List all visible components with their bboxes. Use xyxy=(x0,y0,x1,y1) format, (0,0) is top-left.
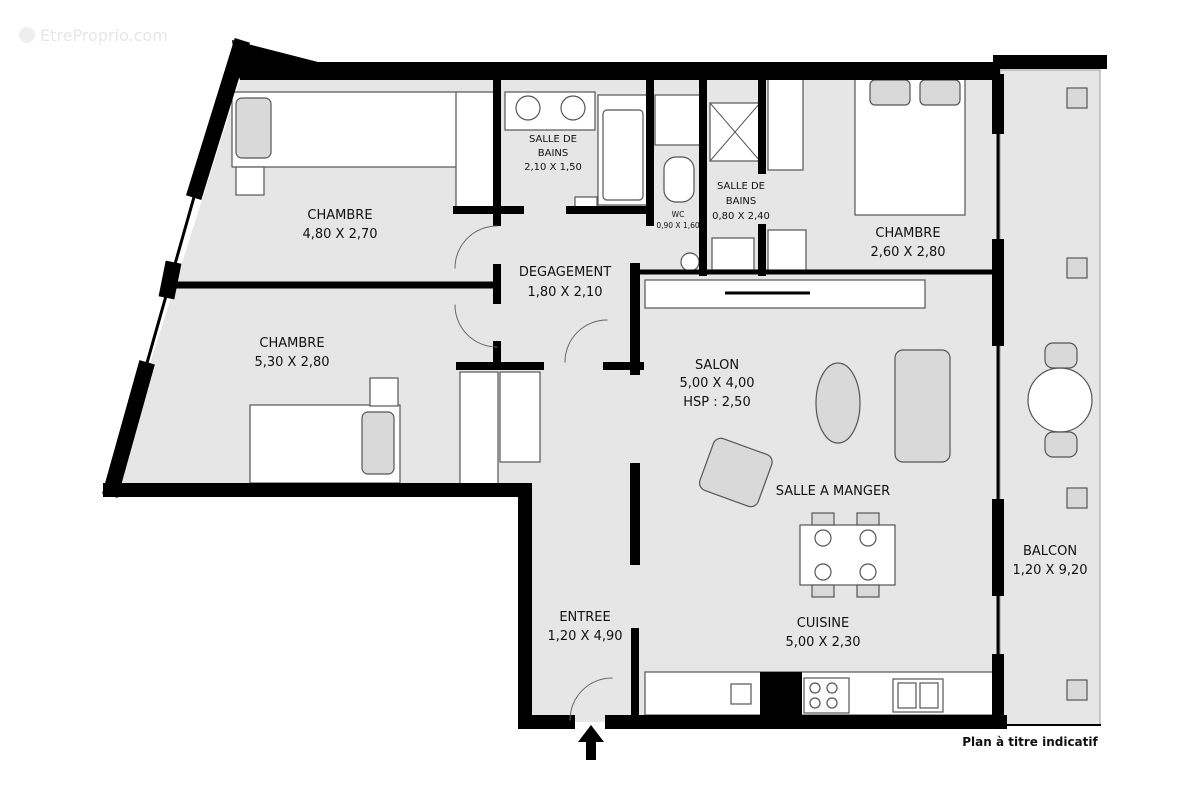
walls xyxy=(102,37,1107,729)
svg-text:CHAMBRE: CHAMBRE xyxy=(259,336,324,351)
disclaimer-note: Plan à titre indicatif xyxy=(962,735,1098,749)
svg-text:5,00 X 4,00: 5,00 X 4,00 xyxy=(679,376,754,391)
entrance-arrow-icon xyxy=(578,725,604,760)
svg-text:0,80 X 2,40: 0,80 X 2,40 xyxy=(712,211,770,222)
room-salle-de-bains-1: SALLE DE BAINS 2,10 X 1,50 xyxy=(524,134,582,173)
svg-text:ENTREE: ENTREE xyxy=(559,610,610,625)
watermark-logo-icon xyxy=(19,27,35,43)
svg-text:BAINS: BAINS xyxy=(538,148,568,159)
room-chambre-2: CHAMBRE 5,30 X 2,80 xyxy=(254,336,329,370)
room-salle-a-manger: SALLE A MANGER xyxy=(776,484,890,499)
svg-text:SALLE A MANGER: SALLE A MANGER xyxy=(776,484,890,499)
svg-text:5,00 X 2,30: 5,00 X 2,30 xyxy=(785,635,860,650)
svg-text:CHAMBRE: CHAMBRE xyxy=(307,208,372,223)
svg-text:5,30 X 2,80: 5,30 X 2,80 xyxy=(254,355,329,370)
svg-text:BAINS: BAINS xyxy=(726,196,756,207)
svg-text:2,10 X 1,50: 2,10 X 1,50 xyxy=(524,162,582,173)
svg-text:SALLE DE: SALLE DE xyxy=(717,181,765,192)
room-balcon: BALCON 1,20 X 9,20 xyxy=(1012,544,1087,578)
svg-text:1,20 X 9,20: 1,20 X 9,20 xyxy=(1012,563,1087,578)
svg-text:0,90 X 1,60: 0,90 X 1,60 xyxy=(656,221,700,230)
svg-text:WC: WC xyxy=(672,210,685,219)
svg-text:2,60 X 2,80: 2,60 X 2,80 xyxy=(870,245,945,260)
room-chambre-3: CHAMBRE 2,60 X 2,80 xyxy=(870,226,945,260)
furniture xyxy=(231,74,1093,716)
room-chambre-1: CHAMBRE 4,80 X 2,70 xyxy=(302,208,377,242)
watermark-text: EtreProprio.com xyxy=(40,26,168,45)
room-labels: CHAMBRE 4,80 X 2,70 CHAMBRE 5,30 X 2,80 SA… xyxy=(254,134,1087,650)
svg-text:BALCON: BALCON xyxy=(1023,544,1077,559)
room-degagement: DEGAGEMENT 1,80 X 2,10 xyxy=(519,265,611,300)
svg-text:DEGAGEMENT: DEGAGEMENT xyxy=(519,265,611,280)
room-cuisine: CUISINE 5,00 X 2,30 xyxy=(785,616,860,650)
svg-text:1,20 X 4,90: 1,20 X 4,90 xyxy=(547,629,622,644)
svg-text:CUISINE: CUISINE xyxy=(797,616,849,631)
svg-text:HSP : 2,50: HSP : 2,50 xyxy=(683,395,750,410)
svg-text:1,80 X 2,10: 1,80 X 2,10 xyxy=(527,285,602,300)
svg-text:SALLE DE: SALLE DE xyxy=(529,134,577,145)
room-entree: ENTREE 1,20 X 4,90 xyxy=(547,610,622,644)
svg-text:CHAMBRE: CHAMBRE xyxy=(875,226,940,241)
room-salle-de-bains-2: SALLE DE BAINS 0,80 X 2,40 xyxy=(712,181,770,222)
room-wc: WC 0,90 X 1,60 xyxy=(656,210,700,230)
watermark: EtreProprio.com xyxy=(19,26,168,45)
svg-text:4,80 X 2,70: 4,80 X 2,70 xyxy=(302,227,377,242)
svg-text:SALON: SALON xyxy=(695,358,739,373)
